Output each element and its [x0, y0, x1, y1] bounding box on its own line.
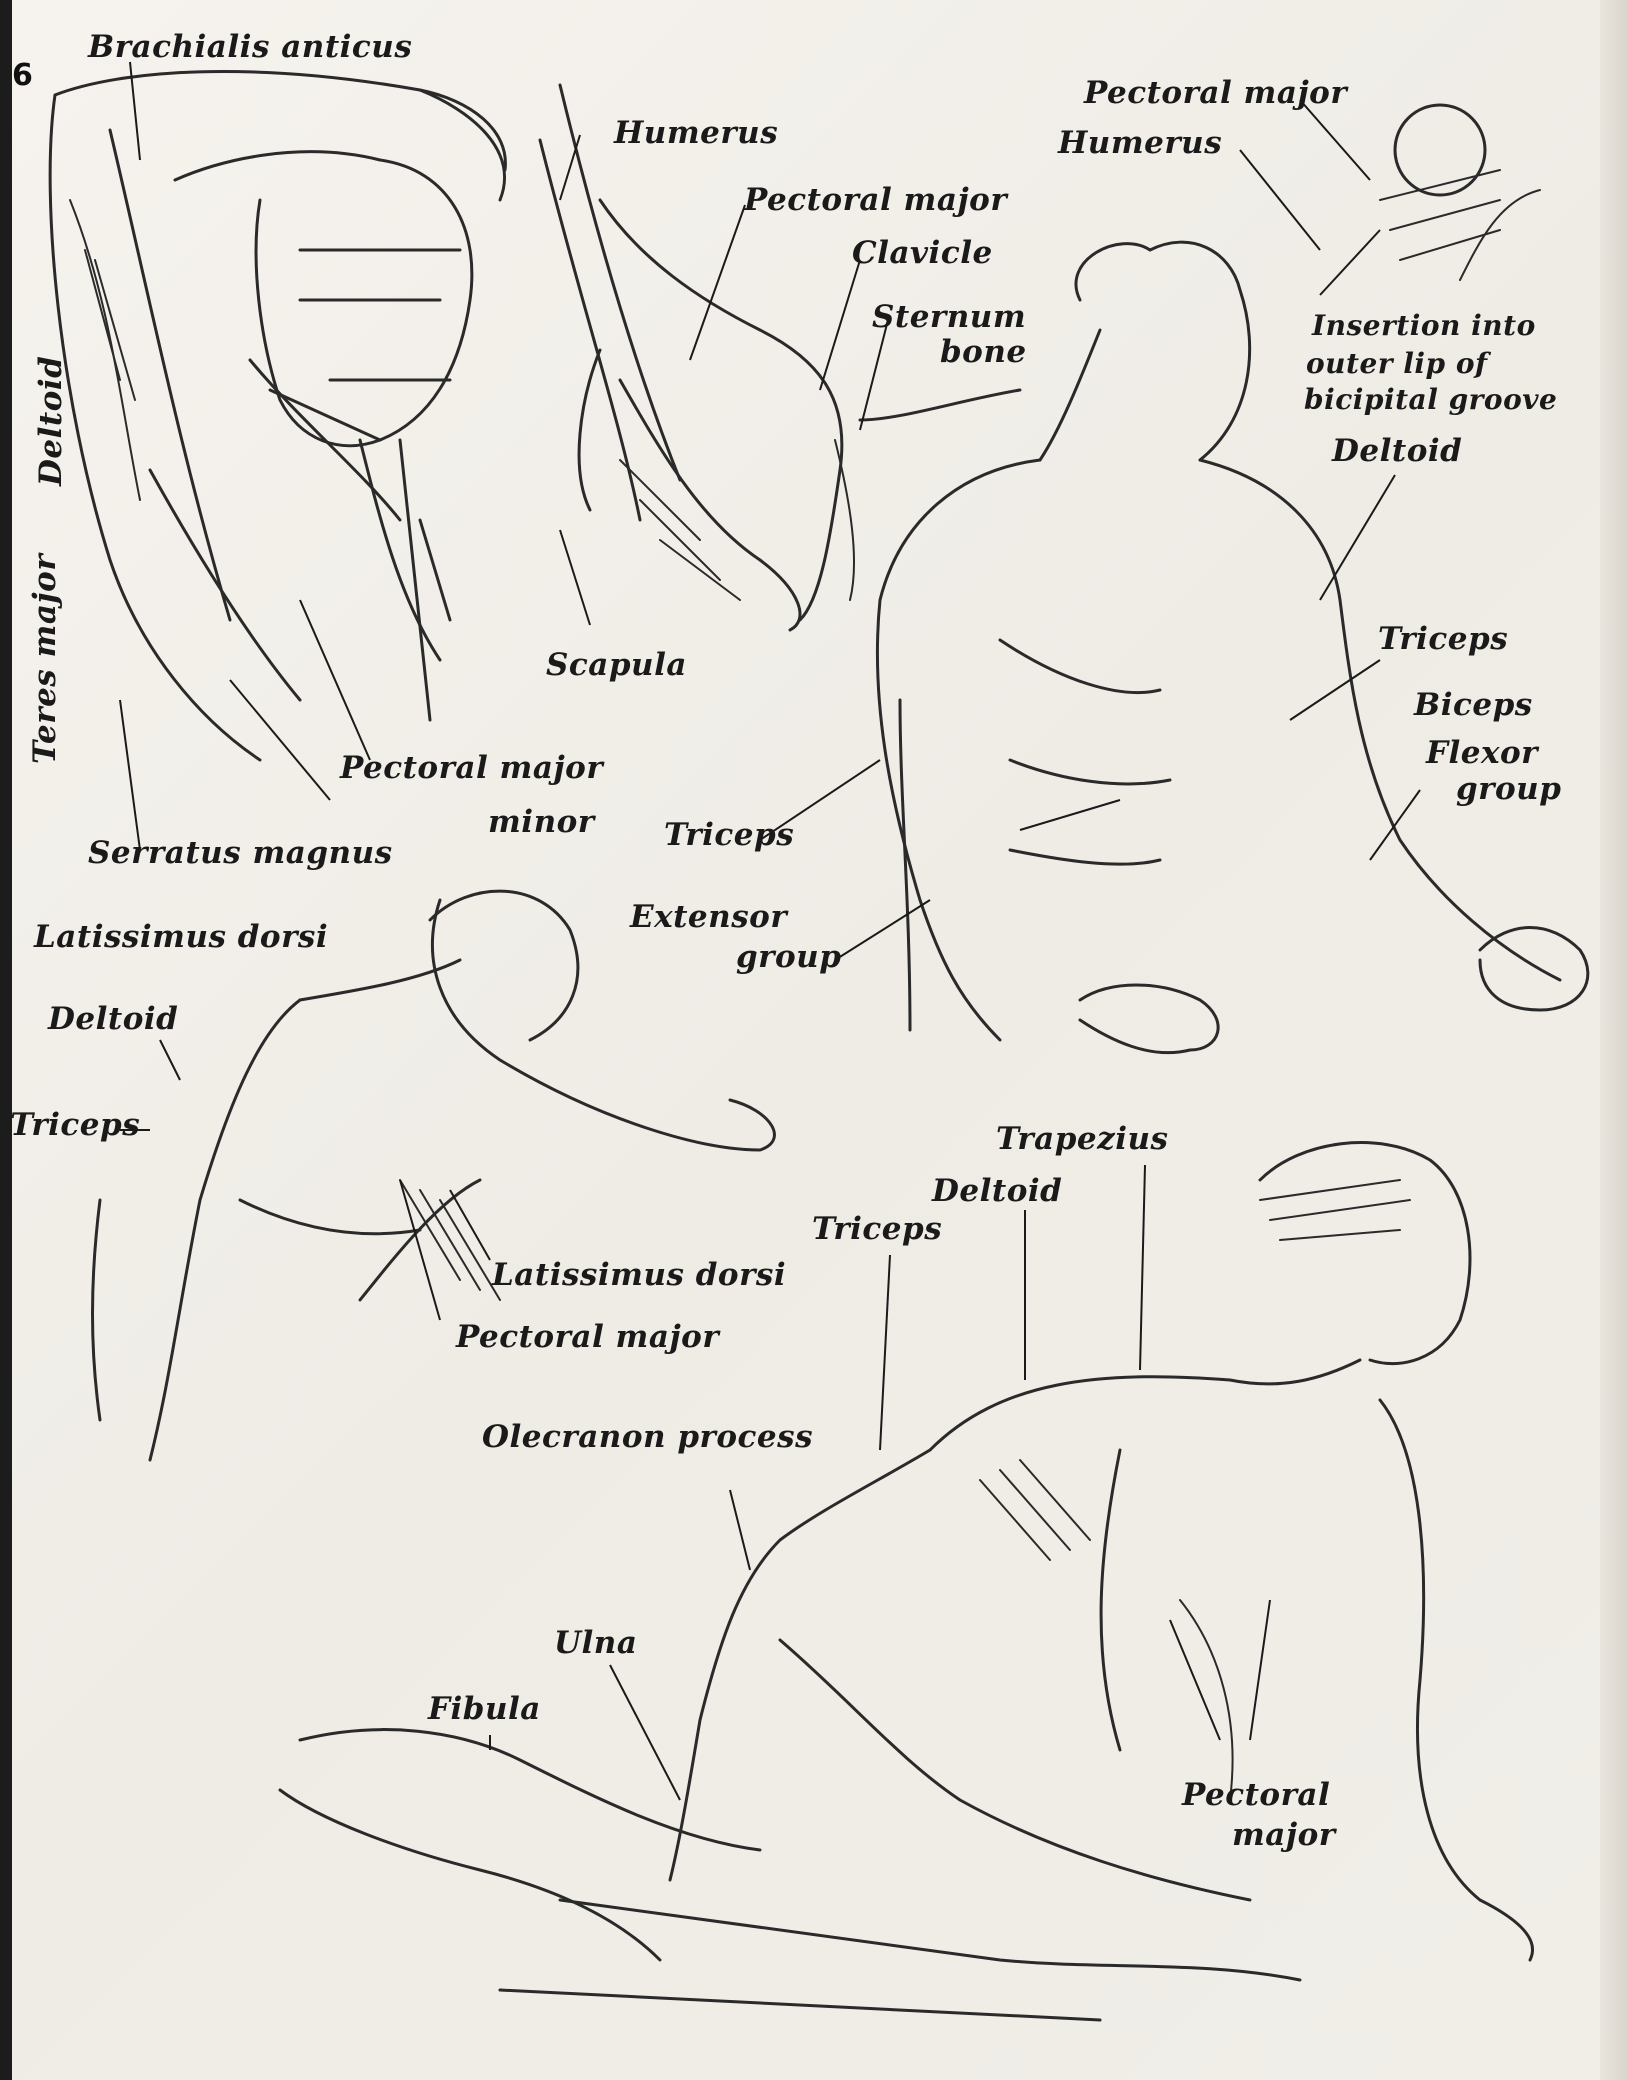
figure-arm-raised [50, 71, 505, 760]
page-number: 6 [12, 58, 33, 93]
label-triceps-4: Triceps [812, 1214, 942, 1245]
label-pectoral-major-2: Pectoral major [744, 185, 1007, 216]
label-olecranon-process: Olecranon process [482, 1422, 813, 1453]
label-deltoid-2: Deltoid [48, 1004, 178, 1035]
label-pectoral-major-4: Pectoral [1182, 1780, 1330, 1811]
label-deltoid-4: Deltoid [932, 1176, 1062, 1207]
label-insertion-line1: Insertion into [1312, 312, 1536, 340]
label-bone: bone [940, 337, 1027, 368]
label-pectoral-major-1: Pectoral major [1084, 78, 1347, 109]
label-pectoral-major-minor-1: Pectoral major [340, 753, 603, 784]
label-sternum: Sternum [872, 302, 1026, 333]
label-clavicle: Clavicle [852, 238, 993, 269]
label-triceps-3: Triceps [1378, 624, 1508, 655]
label-fibula: Fibula [428, 1694, 541, 1725]
label-serratus-magnus: Serratus magnus [88, 838, 393, 869]
label-major: major [1232, 1820, 1336, 1851]
label-triceps-1: Triceps [10, 1110, 140, 1141]
label-biceps: Biceps [1414, 690, 1533, 721]
figure-torso-arm-over-head [93, 891, 775, 1460]
label-ulna: Ulna [554, 1628, 637, 1659]
label-flexor: Flexor [1426, 738, 1538, 769]
label-scapula: Scapula [546, 650, 687, 681]
label-group-2: group [736, 942, 841, 973]
figure-seated-male [280, 1143, 1533, 2020]
label-latissimus-dorsi-2: Latissimus dorsi [492, 1260, 786, 1291]
label-extensor: Extensor [630, 902, 787, 933]
label-trapezius: Trapezius [996, 1124, 1169, 1155]
label-pectoral-major-3: Pectoral major [456, 1322, 719, 1353]
label-deltoid-3: Deltoid [1332, 436, 1462, 467]
label-group-1: group [1456, 774, 1561, 805]
label-insertion-line2: outer lip of [1306, 350, 1488, 378]
label-humerus-2: Humerus [614, 118, 778, 149]
label-brachialis-anticus: Brachialis anticus [88, 32, 412, 63]
label-minor: minor [488, 807, 595, 838]
label-teres-major: Teres major [30, 554, 61, 764]
label-deltoid-1: Deltoid [36, 356, 67, 486]
label-insertion-line3: bicipital groove [1304, 386, 1557, 414]
label-latissimus-dorsi-1: Latissimus dorsi [34, 922, 328, 953]
label-triceps-2: Triceps [664, 820, 794, 851]
label-humerus-1: Humerus [1058, 128, 1222, 159]
